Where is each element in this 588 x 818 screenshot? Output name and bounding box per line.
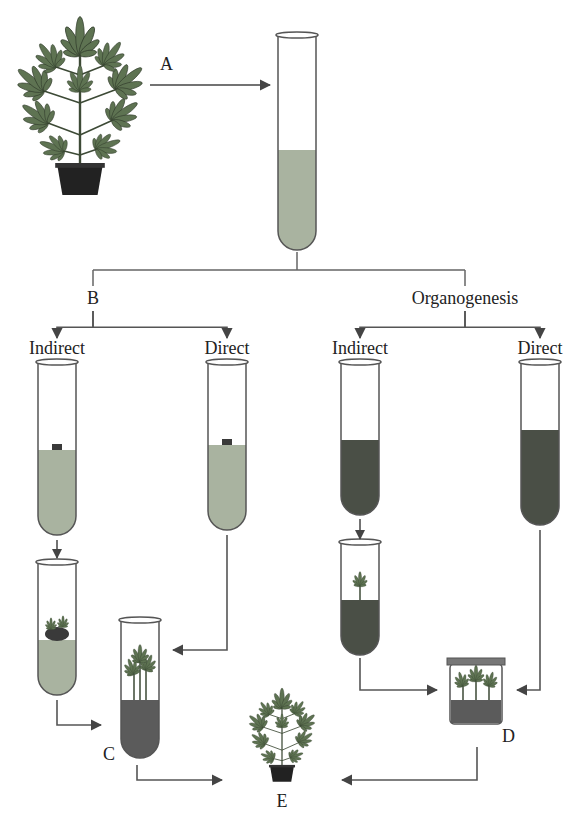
plant-stage: E	[222, 680, 342, 812]
stage-label: D	[500, 726, 517, 747]
stage-label: Organogenesis	[410, 288, 521, 309]
plantlet-jar: D	[437, 655, 517, 747]
connector-arrow	[360, 311, 465, 338]
culture-step: Indirect	[17, 338, 97, 700]
connector-arrow	[57, 700, 101, 725]
connector-arrow	[173, 535, 227, 650]
shoot-tube: C	[101, 615, 173, 765]
stage-label: C	[101, 744, 117, 765]
stage-label: Indirect	[330, 338, 390, 359]
step-letter: A	[160, 54, 173, 75]
arrow	[150, 84, 270, 86]
culture-step: Indirect	[320, 338, 400, 658]
connector-arrow	[93, 311, 227, 338]
arrow	[56, 540, 58, 558]
stage-label: E	[275, 791, 290, 812]
branch-line	[93, 252, 465, 286]
stage-label: Direct	[203, 338, 252, 359]
arrow	[359, 519, 361, 539]
method-heading: B	[81, 288, 105, 311]
connector-arrow	[342, 747, 477, 780]
stage-label: Indirect	[27, 338, 87, 359]
culture-jar	[447, 658, 505, 724]
connector-arrow	[517, 530, 540, 690]
connector-arrow	[137, 765, 222, 780]
connector-arrow	[465, 311, 540, 338]
connector-arrow	[57, 311, 93, 338]
method-heading: Organogenesis	[406, 288, 525, 311]
regenerated-plant	[244, 688, 321, 782]
stage-label: B	[85, 288, 101, 309]
mother-plant	[7, 17, 154, 195]
culture-step: Direct	[508, 338, 572, 530]
culture-step: Direct	[192, 338, 262, 535]
stage-label: Direct	[516, 338, 565, 359]
test-tubes	[36, 32, 561, 758]
connector-arrow	[360, 658, 437, 690]
